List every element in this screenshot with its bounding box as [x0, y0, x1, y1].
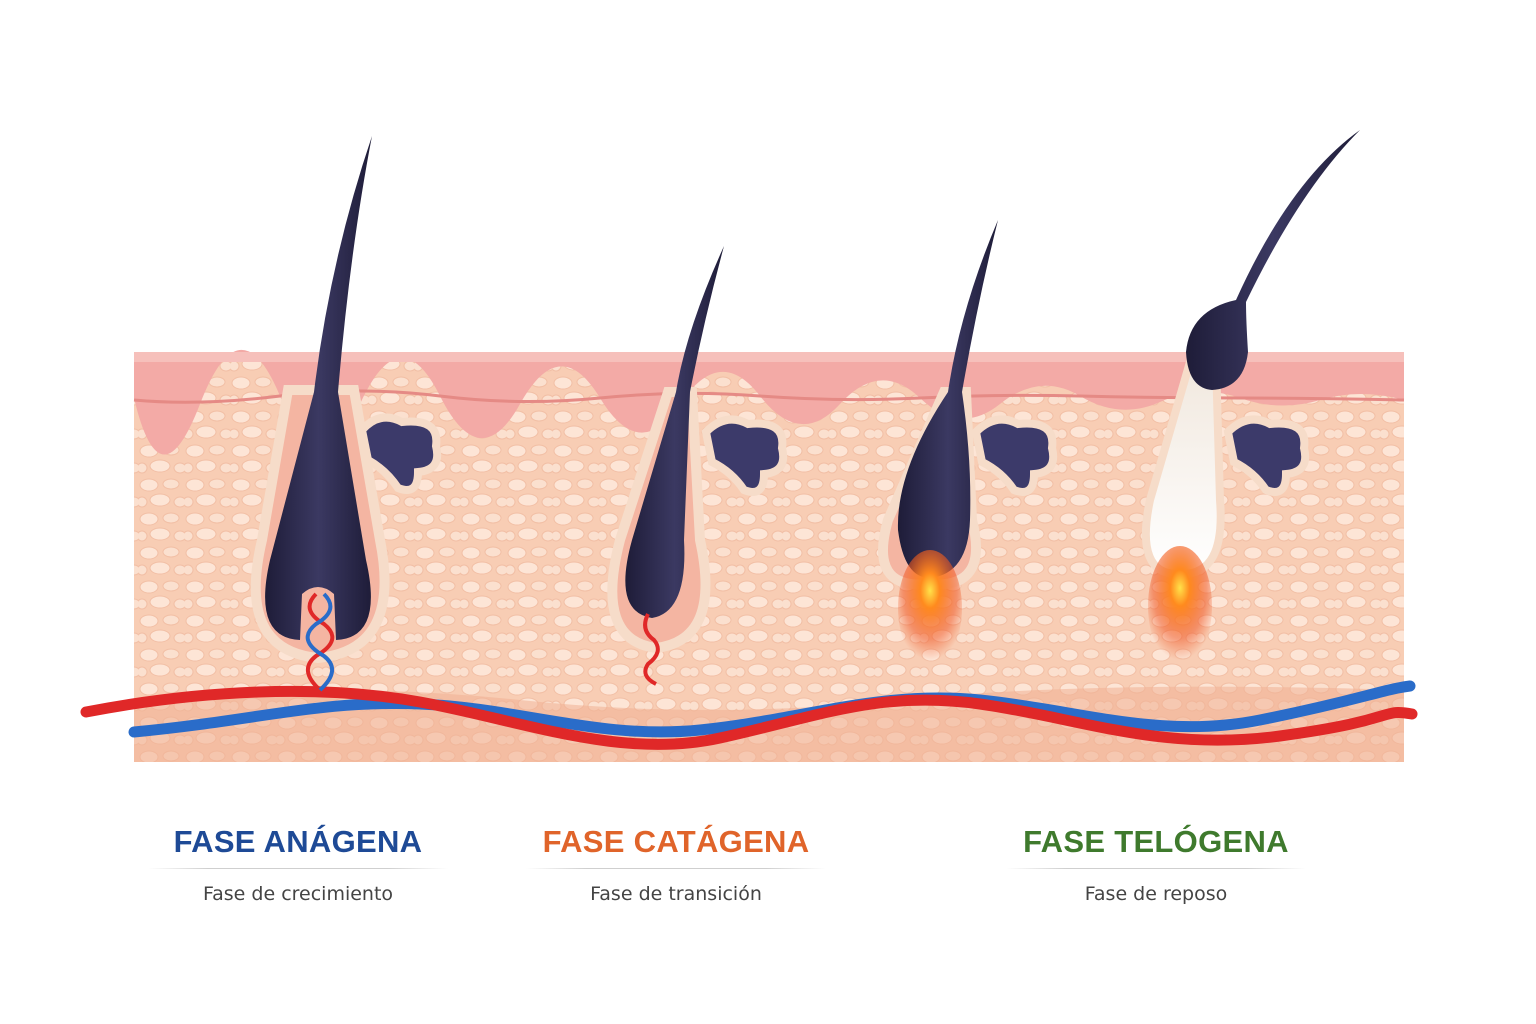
catagen-follicle [607, 246, 788, 686]
telogen-follicle-2 [1141, 130, 1360, 666]
phase-subtitle: Fase de crecimiento [202, 883, 394, 905]
phase-telogen: FASE TELÓGENA Fase de reposo [1006, 820, 1306, 907]
hair-follicle-icon [1186, 130, 1360, 390]
phase-subtitle: Fase de transición [590, 883, 762, 905]
phase-anagen: FASE ANÁGENA Fase de crecimiento [148, 820, 448, 907]
telogen-follicle-1 [878, 220, 1058, 666]
phase-catagen: FASE CATÁGENA Fase de transición [526, 820, 826, 907]
hair-follicle-icon [625, 246, 724, 618]
phase-title: FASE TELÓGENA [1023, 824, 1289, 859]
sebaceous-gland-icon [971, 415, 1058, 496]
divider [148, 868, 448, 869]
divider [526, 868, 826, 869]
phase-subtitle: Fase de reposo [1084, 883, 1228, 905]
blood-vessel-icon [80, 680, 1418, 750]
sebaceous-gland-icon [357, 413, 442, 494]
phase-title: FASE CATÁGENA [542, 824, 810, 859]
hair-follicle-icon [265, 136, 372, 640]
papilla-glow-icon [898, 550, 962, 666]
divider [1006, 868, 1306, 869]
papilla-glow-icon [1148, 546, 1212, 666]
hair-follicle-icon [897, 220, 998, 578]
sebaceous-gland-icon [701, 415, 788, 496]
phase-title: FASE ANÁGENA [173, 824, 423, 859]
sebaceous-gland-icon [1223, 415, 1310, 496]
anagen-follicle [250, 136, 442, 692]
